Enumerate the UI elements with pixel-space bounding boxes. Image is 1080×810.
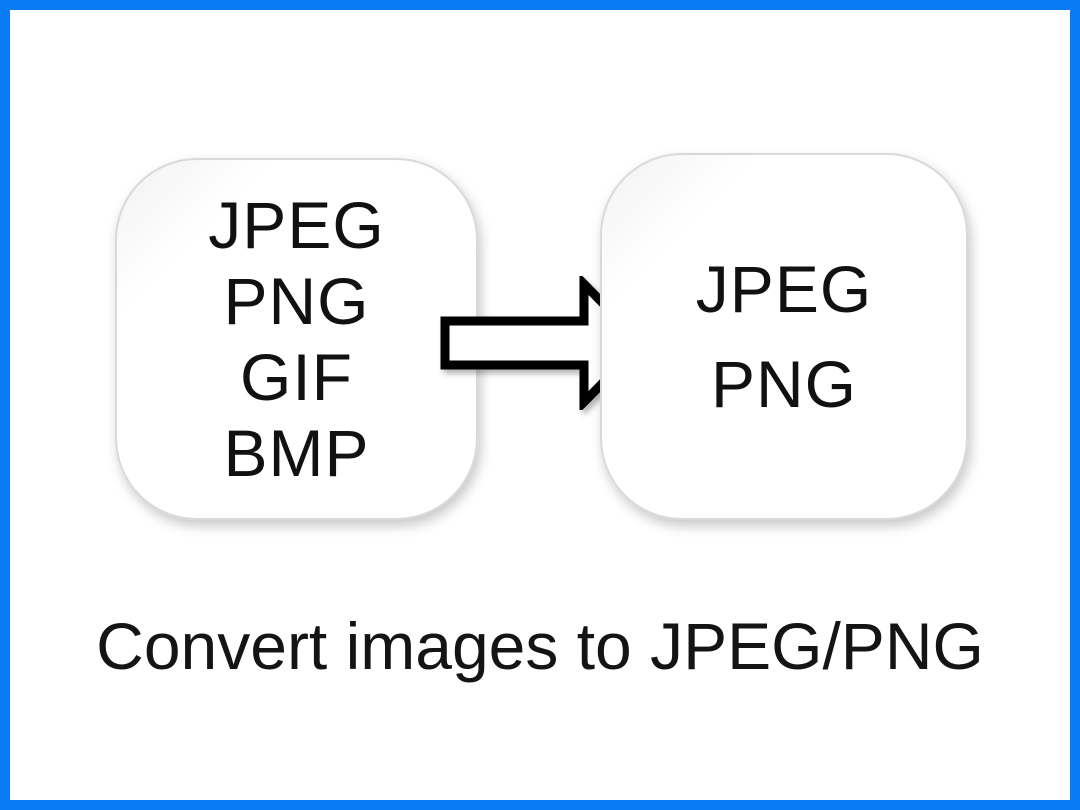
- caption-text: Convert images to JPEG/PNG: [96, 609, 984, 683]
- source-format-label: JPEG: [208, 188, 385, 262]
- source-format-label: GIF: [240, 340, 353, 414]
- source-format-label: BMP: [223, 416, 370, 490]
- source-formats-card: JPEG PNG GIF BMP: [115, 158, 478, 520]
- source-format-label: PNG: [223, 264, 370, 338]
- target-format-label: JPEG: [695, 251, 873, 326]
- target-format-label: PNG: [710, 346, 858, 421]
- target-formats-card: JPEG PNG: [600, 153, 968, 520]
